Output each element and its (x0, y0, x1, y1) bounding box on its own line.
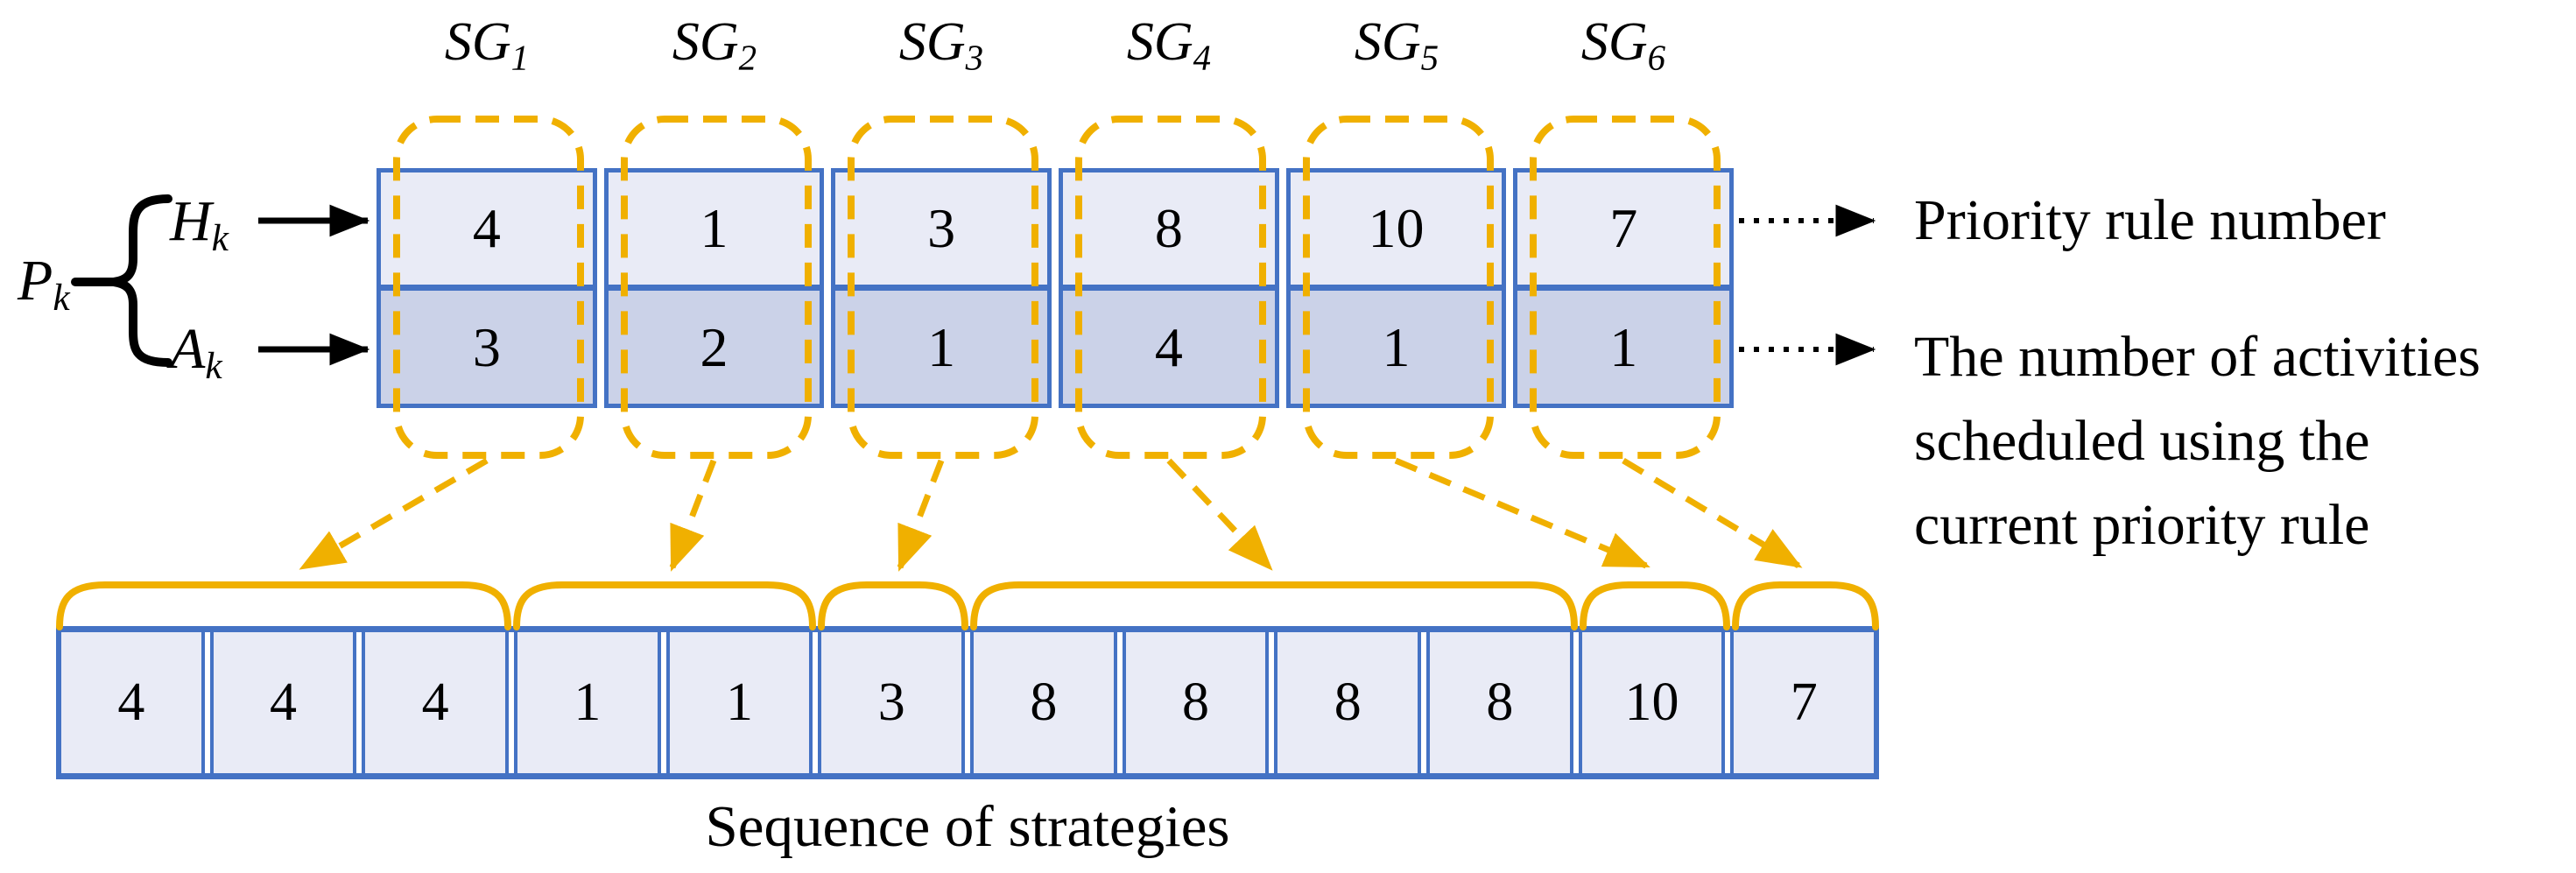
h-cell-2: 1 (608, 172, 820, 291)
sg-label-4: SG4 (1126, 12, 1212, 78)
sequence-caption: Sequence of strategies (705, 794, 1230, 859)
sg-label-1: SG1 (444, 12, 530, 78)
a-cell-6: 1 (1517, 291, 1730, 404)
sg-connector-arrow-5 (1394, 457, 1650, 569)
sequence-group-brace-6 (1732, 581, 1879, 630)
activities-annotation: The number of activities scheduled using… (1914, 315, 2481, 567)
h-cell-1: 4 (381, 172, 593, 291)
sg-connector-arrow-2 (669, 459, 717, 572)
sg-column-3: 3 1 (831, 168, 1052, 408)
sequence-group-brace-5 (1580, 581, 1730, 630)
sequence-group-brace-2 (513, 581, 816, 630)
hk-label: Hk (170, 189, 229, 260)
sg-column-2: 1 2 (603, 168, 825, 408)
sg-label-6: SG6 (1580, 12, 1666, 78)
activities-annotation-line2: scheduled using the (1914, 409, 2370, 473)
pk-label: Pk (18, 249, 70, 320)
sequence-cell-10: 8 (1426, 632, 1573, 773)
sequence-row: 4 4 4 1 1 3 8 8 8 8 10 7 (56, 626, 1880, 779)
sequence-group-brace-4 (970, 581, 1578, 630)
a-cell-4: 4 (1063, 291, 1275, 404)
pk-brace (109, 194, 172, 367)
sg-label-3: SG3 (898, 12, 984, 78)
sequence-cell-7: 8 (970, 632, 1117, 773)
sequence-cell-8: 8 (1122, 632, 1270, 773)
ak-label: Ak (170, 317, 222, 388)
sg-connector-arrow-3 (897, 459, 945, 572)
a-cell-5: 1 (1290, 291, 1503, 404)
sequence-cell-4: 1 (514, 632, 661, 773)
sequence-cell-9: 8 (1274, 632, 1422, 773)
a-cell-1: 3 (381, 291, 593, 404)
sg-connector-arrow-1 (299, 457, 489, 571)
sequence-cell-2: 4 (209, 632, 357, 773)
sequence-cell-5: 1 (665, 632, 813, 773)
priority-rule-annotation: Priority rule number (1914, 188, 2386, 252)
sequence-cell-11: 10 (1578, 632, 1726, 773)
sg-connector-arrow-4 (1166, 458, 1273, 571)
h-cell-3: 3 (835, 172, 1048, 291)
sg-column-4: 8 4 (1059, 168, 1279, 408)
h-cell-5: 10 (1290, 172, 1503, 291)
sequence-group-brace-3 (818, 581, 968, 630)
a-cell-3: 1 (835, 291, 1048, 404)
sg-column-1: 4 3 (377, 168, 597, 408)
sequence-cell-1: 4 (56, 632, 205, 773)
priority-rule-table: 4 3 1 2 3 1 8 4 10 1 7 1 (377, 168, 1735, 408)
sg-label-5: SG5 (1354, 12, 1439, 78)
sg-column-5: 10 1 (1285, 168, 1507, 408)
sg-connector-arrow-6 (1622, 457, 1803, 569)
sequence-group-brace-1 (56, 581, 511, 630)
sequence-cell-12: 7 (1730, 632, 1880, 773)
h-cell-6: 7 (1517, 172, 1730, 291)
sg-column-6: 7 1 (1513, 168, 1735, 408)
activities-annotation-line3: current priority rule (1914, 493, 2370, 557)
h-cell-4: 8 (1063, 172, 1275, 291)
activities-annotation-line1: The number of activities (1914, 325, 2481, 389)
sequence-cell-3: 4 (362, 632, 510, 773)
sg-label-2: SG2 (672, 12, 757, 78)
a-cell-2: 2 (608, 291, 820, 404)
sequence-cell-6: 3 (818, 632, 966, 773)
